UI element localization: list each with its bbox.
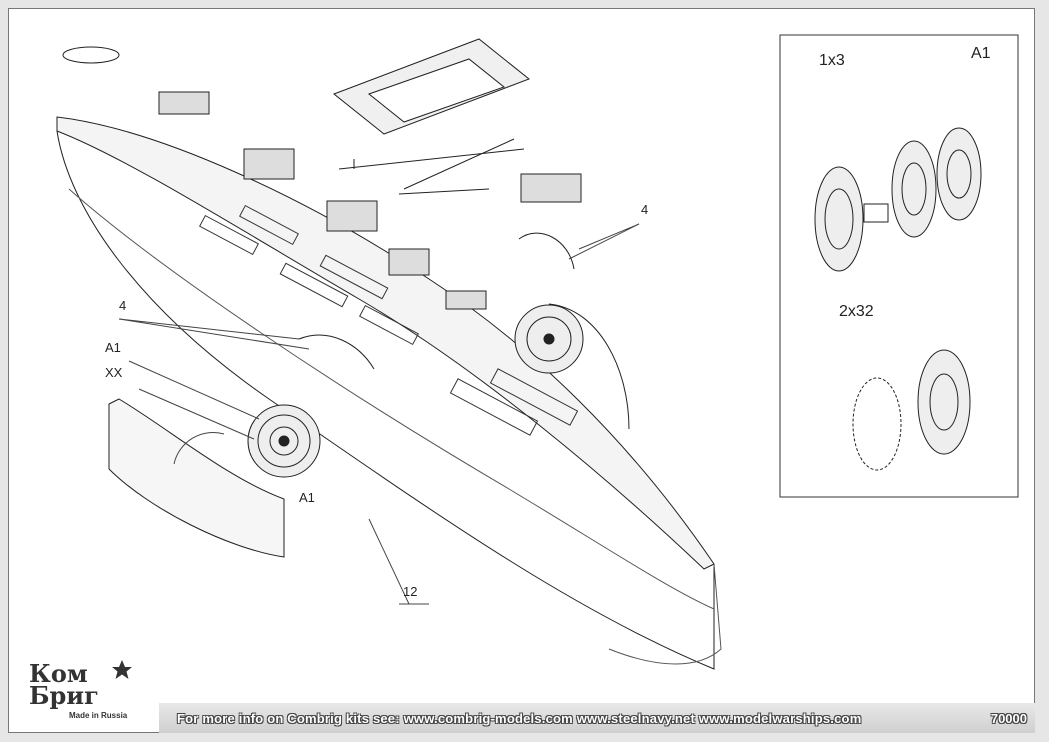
instruction-sheet: A1 1x3 2x32 4 4 A1 XX A1 12 Ком Бриг Mad… [8, 8, 1035, 733]
hull-side [56, 130, 715, 670]
part-label-4-left: 4 [119, 298, 127, 313]
paddle-wheel-main [247, 304, 584, 478]
part-label-a1-wheel: A1 [299, 490, 315, 505]
part-label-a1-left: A1 [105, 340, 121, 355]
made-in-russia-label: Made in Russia [69, 711, 128, 720]
upper-frames [333, 38, 530, 195]
inset-title: A1 [971, 45, 991, 62]
combrig-logo: Ком Бриг Made in Russia [27, 659, 152, 731]
part-label-4-right: 4 [641, 202, 649, 217]
deck-skylights [199, 204, 579, 436]
deck-houses [62, 46, 582, 310]
paddle-boxes [108, 232, 630, 558]
logo-wordmark: Ком Бриг [29, 659, 99, 710]
inset-wheels [814, 127, 982, 471]
part-label-xx: XX [105, 365, 123, 380]
catalog-number: 70000 [990, 711, 1027, 726]
star-icon [112, 660, 132, 679]
assembly-drawing [56, 34, 1019, 670]
qty-label-1x3: 1x3 [819, 52, 845, 69]
footer-band: For more info on Combrig kits see: www.c… [159, 703, 1035, 733]
part-label-12: 12 [403, 584, 418, 599]
qty-label-2x32: 2x32 [839, 303, 874, 320]
footer-info-text: For more info on Combrig kits see: www.c… [177, 711, 862, 726]
